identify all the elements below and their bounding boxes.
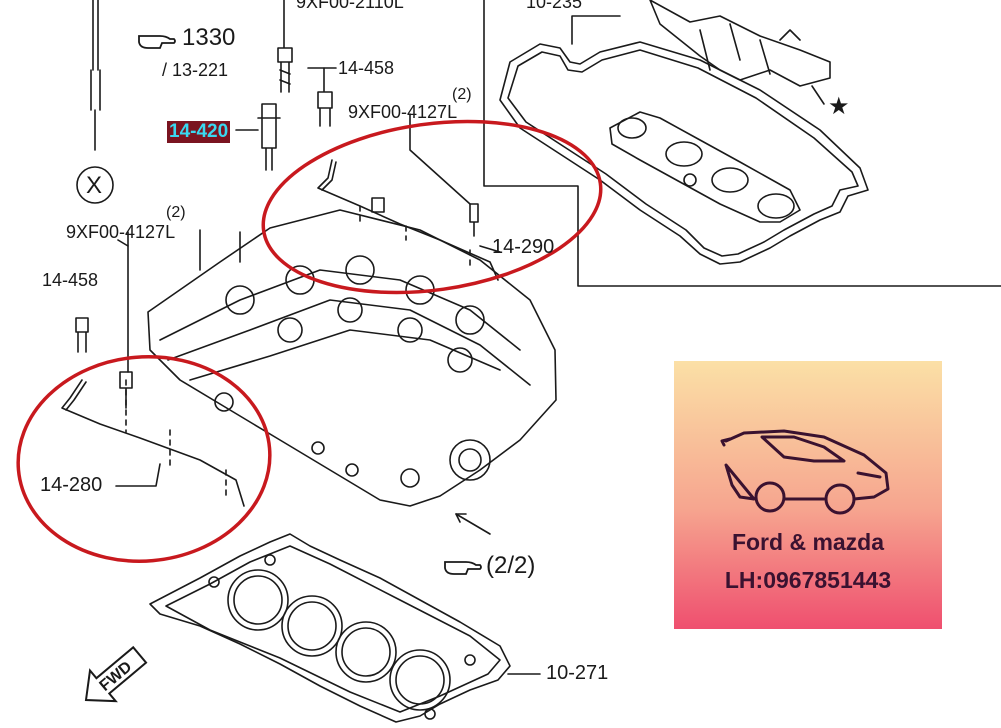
x-marker-circle [76, 166, 114, 204]
part-10-235: 10-235 [526, 0, 583, 12]
oil-pipe-lower [61, 379, 245, 507]
promo-card: Ford & mazda LH:0967851443 [674, 361, 942, 629]
pointing-hand-icon [444, 561, 482, 575]
oil-pipe-upper [317, 159, 499, 281]
spark-plug-seal [609, 111, 801, 223]
star-marker: ★ [828, 93, 850, 120]
part-10-271: 10-271 [546, 662, 609, 684]
ref-13-221: / 13-221 [162, 60, 229, 80]
bolt-top [277, 0, 293, 93]
part-9xf00-4127l-left: 9XF00-4127L [66, 222, 176, 242]
part-14-458-left: 14-458 [42, 270, 99, 290]
bolt-14-458-left [75, 317, 89, 353]
part-9xf00-4127l-top: 9XF00-4127L [348, 102, 458, 122]
valve-cover-gasket [499, 41, 869, 265]
qty-top: (2) [452, 86, 472, 103]
x-marker: X [86, 172, 103, 199]
part-14-280: 14-280 [40, 474, 103, 496]
panel-frame [483, 0, 1001, 287]
sports-car-icon [720, 429, 890, 515]
coil-bracket [649, 0, 831, 87]
dipstick [90, 0, 101, 151]
qty-left: (2) [166, 204, 186, 221]
highlight-circle-lower [16, 355, 272, 563]
pointing-hand-icon [138, 35, 176, 49]
part-14-290: 14-290 [492, 236, 555, 258]
fwd-arrow-icon [84, 645, 148, 703]
part-9xf00-2110l: 9XF00-2110L [296, 0, 404, 12]
promo-line-1: Ford & mazda [731, 529, 885, 555]
cylinder-head [147, 209, 557, 507]
bolt-14-458-top [317, 67, 333, 127]
ref-2-2: (2/2) [486, 552, 536, 579]
part-14-420: 14-420 [167, 121, 231, 143]
part-14-458-top: 14-458 [338, 58, 395, 78]
head-gasket [149, 533, 511, 723]
promo-line-2: LH:0967851443 [724, 567, 892, 593]
sensor-14-420 [257, 103, 281, 171]
highlight-circle-upper [261, 119, 603, 295]
ref-1330: 1330 [182, 24, 236, 51]
